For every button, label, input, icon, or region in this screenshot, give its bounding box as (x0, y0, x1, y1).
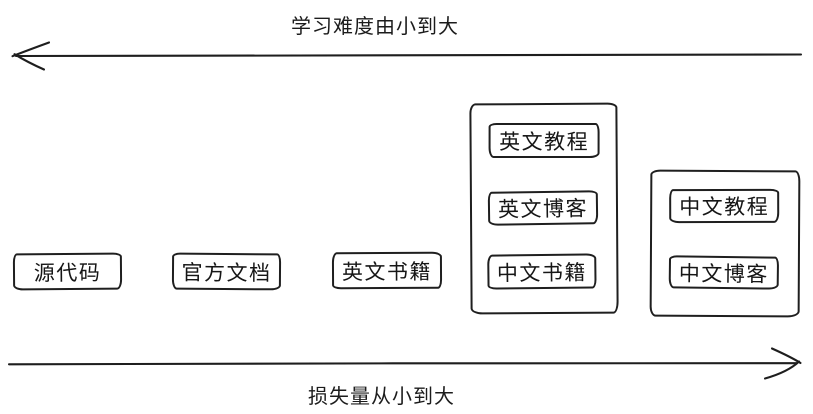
node-official-docs: 官方文档 (171, 252, 282, 291)
loss-axis-label: 损失量从小到大 (308, 386, 455, 408)
node-label: 中文书籍 (496, 261, 588, 286)
node-chinese-tutorials: 中文教程 (669, 188, 780, 224)
node-label: 源代码 (33, 261, 102, 285)
node-source-code: 源代码 (12, 252, 123, 291)
node-label: 中文博客 (678, 261, 769, 287)
group-box-2: 中文教程 中文博客 (649, 169, 801, 318)
node-english-blogs: 英文博客 (487, 190, 599, 226)
node-english-books: 英文书籍 (331, 251, 443, 290)
node-label: 英文博客 (497, 197, 589, 222)
node-chinese-books: 中文书籍 (487, 253, 597, 290)
node-label: 中文教程 (679, 195, 770, 220)
node-label: 英文书籍 (341, 260, 433, 284)
left-arrow (11, 41, 803, 71)
right-arrow (7, 347, 802, 380)
difficulty-axis-label: 学习难度由小到大 (291, 16, 459, 38)
node-label: 官方文档 (181, 261, 272, 285)
node-chinese-blogs: 中文博客 (668, 255, 780, 290)
node-label: 英文教程 (499, 130, 590, 154)
node-english-tutorials: 英文教程 (488, 122, 600, 159)
group-box-1: 英文教程 英文博客 中文书籍 (469, 102, 619, 315)
